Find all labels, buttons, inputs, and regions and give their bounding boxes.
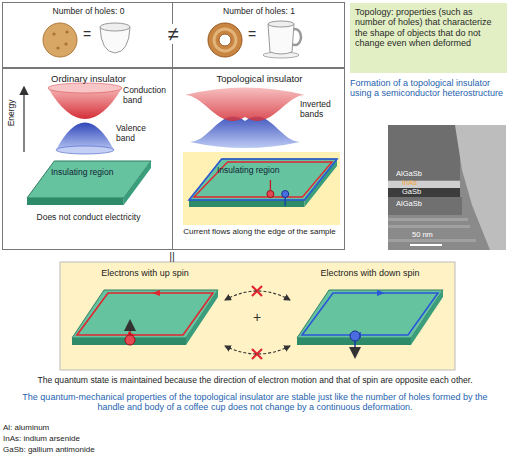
tem-layer — [388, 188, 460, 197]
layer-label: AlGaSb — [396, 170, 446, 179]
electron-sphere — [267, 191, 274, 198]
edge-current — [77, 293, 213, 335]
band-label: Inverted bands — [300, 100, 344, 120]
layer-label: InAs — [402, 179, 442, 188]
node-text: Current flows along the edge of the samp… — [174, 227, 345, 236]
node-text: Ordinary insulator — [3, 74, 174, 85]
slab-side — [189, 200, 304, 207]
cookie-dot — [64, 42, 67, 45]
donut-photo — [208, 23, 242, 57]
current-arrow — [377, 290, 385, 296]
transition-arrow — [225, 346, 290, 354]
cell-box: Ordinary insulatorDoes not conduct elect… — [2, 68, 173, 250]
tem-layer — [388, 125, 460, 180]
cup-rim — [268, 21, 294, 27]
statement-text: The quantum-mechanical properties of the… — [15, 392, 495, 413]
cell-box: Topological insulatorCurrent flows along… — [172, 68, 345, 250]
equals-sign: = — [81, 26, 93, 42]
node-text: Insulating region — [217, 166, 317, 176]
node-text: Electrons with down spin — [290, 268, 450, 278]
spin-background — [60, 262, 455, 370]
equivalence-sign: || — [166, 250, 178, 263]
node-text: Does not conduct electricity — [3, 213, 174, 223]
inverted-conduction-band — [185, 88, 305, 121]
section-caption: Formation of a topological insulator usi… — [350, 78, 507, 99]
not-equal-sign: ≠ — [163, 24, 183, 44]
equals-sign: = — [246, 26, 258, 42]
node-text: Electrons with up spin — [65, 268, 225, 278]
node-text: Topology: properties (such as number of … — [355, 7, 503, 48]
spin-panel: Electrons with up spin — [65, 266, 225, 364]
statement-text: The quantum state is maintained because … — [0, 376, 510, 386]
scale-label: 50 nm — [412, 231, 452, 240]
node-text: Insulating region — [51, 168, 141, 178]
node-text: Number of holes: 1 — [173, 7, 345, 17]
inverted-valence-band — [190, 117, 300, 148]
tem-layer — [388, 197, 462, 215]
donut-glaze — [214, 29, 236, 51]
slab-shape: Insulating region — [27, 161, 151, 205]
tem-layer — [388, 181, 460, 188]
energy-axis — [23, 88, 24, 152]
plus-sign: + — [250, 309, 264, 325]
slab-top — [297, 290, 443, 338]
tem-stripe — [388, 225, 470, 228]
donut-hole — [219, 34, 231, 46]
current-arrow — [152, 290, 160, 296]
scale-bar — [410, 244, 442, 246]
edge-current — [189, 159, 337, 200]
band-label: Conduction band — [123, 86, 171, 106]
spin-panel: Electrons with down spin — [290, 266, 450, 364]
slab-side — [186, 290, 218, 345]
conduction-band-top — [48, 83, 122, 93]
transition-arrow — [225, 291, 290, 300]
axis-label: Energy — [7, 93, 17, 133]
electron-sphere — [350, 331, 360, 341]
cookie-photo — [43, 23, 77, 57]
tem-image — [388, 125, 506, 250]
cell-box: Number of holes: 1 — [172, 2, 345, 68]
abbreviation: InAs: indium arsenide — [3, 434, 203, 443]
slab-side — [124, 161, 151, 205]
slab-top — [72, 290, 218, 338]
cookie-dot — [65, 30, 68, 33]
cookie-dot — [52, 32, 55, 35]
coffee-cup-photo — [268, 24, 294, 54]
slab-shape: Insulating region — [189, 159, 337, 207]
abbreviation: GaSb: gallium antimonide — [3, 445, 203, 454]
electron-sphere — [282, 191, 289, 198]
layer-label: AlGaSb — [396, 200, 446, 209]
valence-band-bottom — [56, 146, 114, 154]
tem-stripe — [388, 239, 476, 242]
edge-current — [302, 293, 438, 335]
layer-label: GaSb — [402, 188, 442, 197]
tem-substrate — [455, 125, 506, 250]
cookie-dot — [56, 46, 59, 49]
electron-sphere — [125, 335, 135, 345]
edge-current — [194, 162, 332, 197]
band-label: Valence band — [116, 124, 166, 144]
definition-box: Topology: properties (such as number of … — [350, 3, 507, 73]
slab-side — [411, 290, 443, 345]
slab-side — [27, 198, 124, 205]
node-text: Number of holes: 0 — [3, 7, 174, 17]
tem-stripe — [388, 218, 468, 221]
highlight-background — [183, 152, 340, 225]
bowl-rim — [100, 23, 130, 31]
node-text: Topological insulator — [173, 74, 346, 85]
abbreviation: Al: aluminum — [3, 423, 203, 432]
